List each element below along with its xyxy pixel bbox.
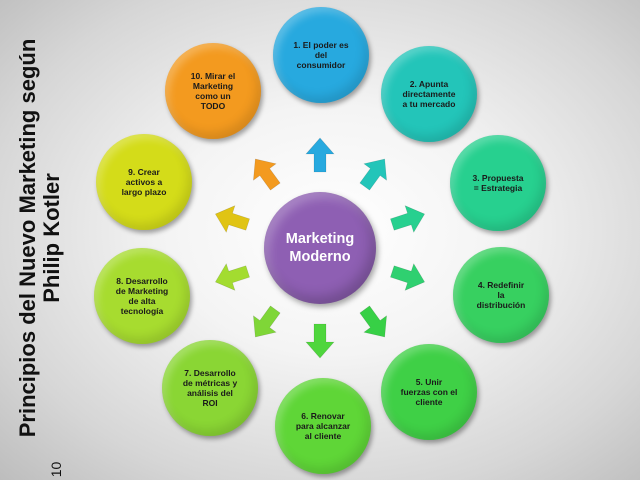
arrow-1 — [305, 137, 335, 173]
arrow-6 — [305, 323, 335, 359]
principle-node-10-line-2: Marketing — [192, 81, 234, 91]
principle-node-10-line-4: TODO — [200, 101, 226, 111]
principle-node-2-line-3: a tu mercado — [402, 99, 456, 109]
principle-node-5-line-3: cliente — [415, 397, 443, 407]
principle-node-3-line-2: = Estrategia — [473, 183, 523, 193]
arrow-8 — [214, 262, 250, 291]
principle-node-7-line-3: análisis del — [187, 388, 233, 398]
principle-node-4-line-3: distribución — [476, 300, 526, 310]
center-line-1: Marketing — [285, 231, 355, 247]
center-node-marketing-moderno: Marketing Moderno — [264, 192, 376, 304]
principle-node-5-line-1: 5. Unir — [415, 377, 443, 387]
arrow-3 — [390, 205, 426, 234]
principle-node-7-line-1: 7. Desarrollo — [184, 368, 236, 378]
principle-node-9-line-3: largo plazo — [121, 187, 167, 197]
principle-node-3-line-1: 3. Propuesta — [472, 173, 524, 183]
principle-node-10-line-1: 10. Mirar el — [190, 71, 236, 81]
arrow-4 — [390, 262, 426, 291]
principle-node-7-line-4: ROI — [202, 398, 218, 408]
arrow-7 — [253, 305, 281, 338]
principle-node-7-line-2: de métricas y — [182, 378, 238, 388]
principle-node-3: 3. Propuesta= Estrategia — [450, 135, 546, 231]
principle-node-6-line-1: 6. Renovar — [301, 411, 345, 421]
principle-node-10-line-3: como un — [195, 91, 231, 101]
principle-node-1-line-1: 1. El poder es — [293, 40, 349, 50]
principle-node-8-line-2: de Marketing — [115, 286, 169, 296]
arrow-10 — [253, 158, 281, 191]
center-line-2: Moderno — [289, 249, 351, 265]
arrow-2 — [359, 158, 387, 191]
principle-node-6-line-3: al cliente — [304, 431, 342, 441]
principle-node-1-line-2: del — [314, 50, 328, 60]
principle-node-3-text: 3. Propuesta= Estrategia — [472, 173, 523, 193]
principle-node-6-line-2: para alcanzar — [295, 421, 351, 431]
principle-node-2-line-2: directamente — [402, 89, 456, 99]
principle-node-9-line-1: 9. Crear — [128, 167, 160, 177]
principle-node-4-line-1: 4. Redefinir — [477, 280, 525, 290]
arrow-5 — [359, 305, 387, 338]
principle-node-5-line-2: fuerzas con el — [400, 387, 458, 397]
arrow-9 — [214, 205, 250, 234]
principle-node-1-line-3: consumidor — [296, 60, 346, 70]
principle-node-2-line-1: 2. Apunta — [409, 79, 449, 89]
principle-node-9-line-2: activos a — [125, 177, 163, 187]
principle-node-8-line-3: de alta — [128, 296, 156, 306]
principle-node-8-line-1: 8. Desarrollo — [116, 276, 168, 286]
principle-node-4-line-2: la — [497, 290, 505, 300]
principle-node-8-line-4: tecnología — [120, 306, 164, 316]
